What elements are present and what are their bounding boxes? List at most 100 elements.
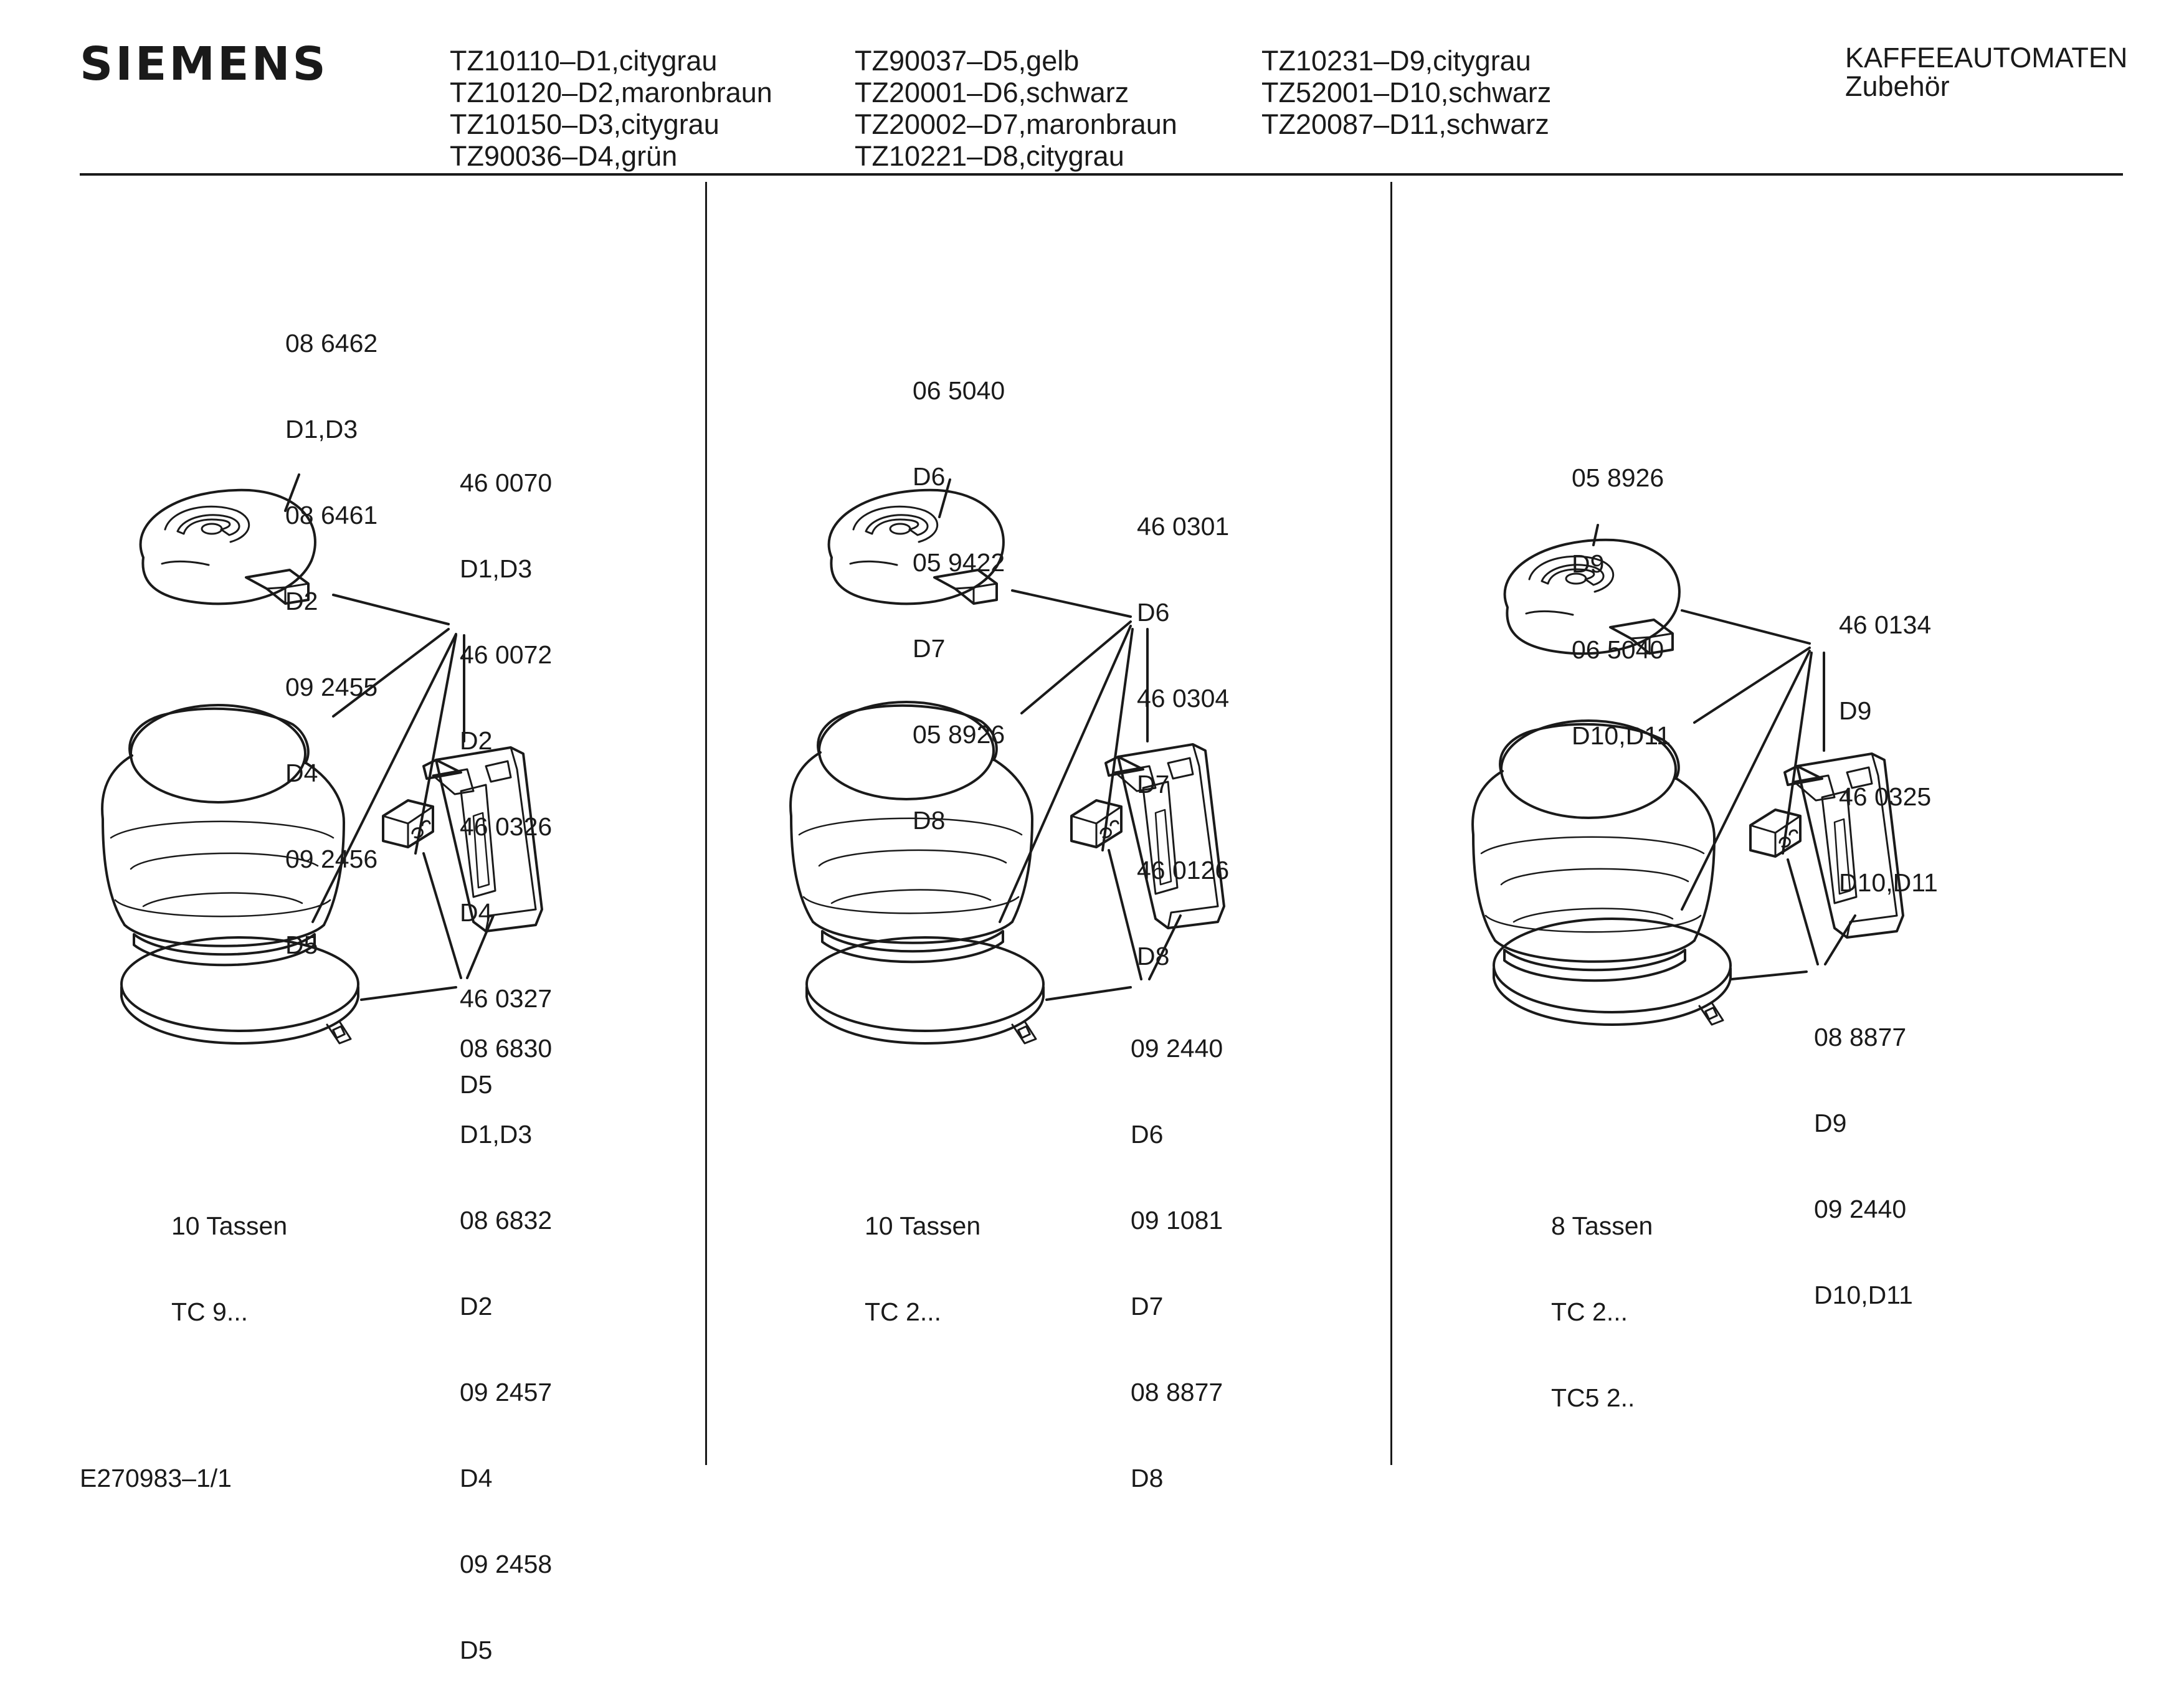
part-number: 08 8877 (1131, 1378, 1223, 1406)
part-number: 09 2457 (460, 1378, 553, 1406)
part-number: 09 1081 (1131, 1206, 1223, 1235)
capacity-model: TC 2... (1551, 1297, 1628, 1326)
clip-part (1070, 799, 1123, 848)
lid-part-labels: 05 8926 D9 06 5040 D10,D11 (1572, 406, 1671, 779)
carafe-part-labels: 46 0070 D1,D3 46 0072 D2 46 0326 D4 46 0… (460, 411, 552, 1127)
document-id: E270983–1/1 (80, 1464, 232, 1492)
clip-part (382, 799, 434, 848)
handle-part-labels: 08 8877 D9 09 2440 D10,D11 (1814, 965, 1913, 1338)
part-number: 09 2458 (460, 1550, 553, 1578)
model-entry: TZ90037–D5,gelb (855, 45, 1080, 77)
variant-code: D2 (460, 726, 493, 755)
model-entry: TZ10231–D9,citygrau (1261, 45, 1531, 77)
variant-code: D10,D11 (1814, 1281, 1913, 1309)
variant-code: D8 (1131, 1464, 1164, 1492)
handle-part-labels: 08 6830 D1,D3 08 6832 D2 09 2457 D4 09 2… (460, 977, 552, 1693)
part-number: 46 0134 (1839, 610, 1932, 639)
lid-part-labels: 06 5040 D6 05 9422 D7 05 8926 D8 (913, 319, 1005, 863)
variant-code: D5 (285, 931, 318, 959)
panel-divider-2 (1390, 182, 1392, 1465)
capacity-model: TC 2... (865, 1297, 942, 1326)
part-number: 06 5040 (1572, 635, 1664, 664)
variant-code: D7 (1131, 1292, 1164, 1321)
model-entry: TZ10150–D3,citygrau (450, 108, 719, 140)
category-subtitle: Zubehör (1845, 70, 1950, 102)
capacity-cups: 10 Tassen (171, 1212, 288, 1240)
part-number: 05 8926 (913, 720, 1005, 749)
variant-code: D10,D11 (1572, 721, 1671, 750)
model-list-col-1: TZ10110–D1,citygrau TZ10120–D2,maronbrau… (450, 45, 772, 172)
part-number: 08 6832 (460, 1206, 553, 1235)
part-number: 46 0126 (1137, 856, 1230, 884)
model-entry: TZ10221–D8,citygrau (855, 140, 1124, 172)
part-number: 46 0304 (1137, 684, 1230, 713)
variant-code: D5 (460, 1070, 493, 1099)
part-number: 06 5040 (913, 376, 1005, 405)
model-entry: TZ10120–D2,maronbraun (450, 77, 772, 108)
capacity-note: 10 Tassen TC 9... (171, 1154, 287, 1355)
panel-1-drawing (101, 473, 543, 1045)
part-number: 09 2455 (285, 673, 378, 701)
part-number: 08 8877 (1814, 1023, 1907, 1051)
variant-code: D1,D3 (460, 554, 533, 583)
part-number: 46 0072 (460, 640, 553, 669)
category-title: KAFFEEAUTOMATEN (1845, 42, 2128, 74)
variant-code: D6 (1137, 598, 1170, 627)
carafe-part-labels: 46 0134 D9 46 0325 D10,D11 (1839, 553, 1938, 926)
model-entry: TZ20002–D7,maronbraun (855, 108, 1177, 140)
variant-code: D7 (1137, 770, 1170, 799)
variant-code: D2 (285, 587, 318, 615)
part-number: 09 2456 (285, 845, 378, 873)
category-block: KAFFEEAUTOMATEN Zubehör (1845, 44, 2127, 101)
variant-code: D9 (1572, 549, 1605, 578)
variant-code: D8 (1137, 942, 1170, 970)
variant-code: D9 (1814, 1109, 1847, 1137)
variant-code: D6 (913, 462, 946, 491)
capacity-model: TC 9... (171, 1297, 249, 1326)
exploded-diagram (101, 473, 1904, 1045)
variant-code: D1,D3 (285, 415, 358, 443)
variant-code: D7 (913, 634, 946, 663)
panel-divider-1 (705, 182, 707, 1465)
variant-code: D4 (460, 1464, 493, 1492)
model-entry: TZ10110–D1,citygrau (450, 45, 718, 77)
header-divider (80, 173, 2123, 176)
model-list-col-2: TZ90037–D5,gelb TZ20001–D6,schwarz TZ200… (855, 45, 1177, 172)
gasket-part (805, 936, 1045, 1045)
lid-part-labels: 08 6462 D1,D3 08 6461 D2 09 2455 D4 09 2… (285, 272, 377, 988)
part-number: 46 0070 (460, 468, 553, 497)
capacity-cups: 8 Tassen (1551, 1212, 1653, 1240)
variant-code: D2 (460, 1292, 493, 1321)
model-entry: TZ90036–D4,grün (450, 140, 678, 172)
part-number: 46 0327 (460, 984, 553, 1013)
model-list-col-3: TZ10231–D9,citygrau TZ52001–D10,schwarz … (1261, 45, 1551, 140)
part-number: 05 8926 (1572, 463, 1664, 492)
carafe-part-labels: 46 0301 D6 46 0304 D7 46 0126 D8 (1137, 455, 1229, 999)
model-entry: TZ20001–D6,schwarz (855, 77, 1129, 108)
capacity-cups: 10 Tassen (865, 1212, 981, 1240)
variant-code: D8 (913, 806, 946, 835)
handle-part-labels: 09 2440 D6 09 1081 D7 08 8877 D8 (1131, 977, 1223, 1521)
part-number: 46 0326 (460, 812, 553, 841)
part-number: 46 0325 (1839, 782, 1932, 811)
part-number: 08 6830 (460, 1034, 553, 1063)
part-number: 09 2440 (1131, 1034, 1223, 1063)
variant-code: D4 (285, 759, 318, 787)
variant-code: D10,D11 (1839, 868, 1938, 897)
capacity-model: TC5 2.. (1551, 1383, 1635, 1412)
variant-code: D4 (460, 898, 493, 927)
capacity-note: 8 Tassen TC 2... TC5 2.. (1551, 1154, 1653, 1441)
variant-code: D6 (1131, 1120, 1164, 1149)
variant-code: D1,D3 (460, 1120, 533, 1149)
capacity-note: 10 Tassen TC 2... (865, 1154, 980, 1355)
siemens-logo: SIEMENS (80, 37, 328, 91)
variant-code: D9 (1839, 696, 1872, 725)
part-number: 05 9422 (913, 548, 1005, 577)
part-number: 08 6461 (285, 501, 378, 529)
part-number: 46 0301 (1137, 512, 1230, 541)
part-number: 08 6462 (285, 329, 378, 358)
variant-code: D5 (460, 1636, 493, 1664)
clip-part (1749, 809, 1802, 858)
panel-3-drawing (1471, 524, 1904, 1026)
part-number: 09 2440 (1814, 1195, 1907, 1223)
